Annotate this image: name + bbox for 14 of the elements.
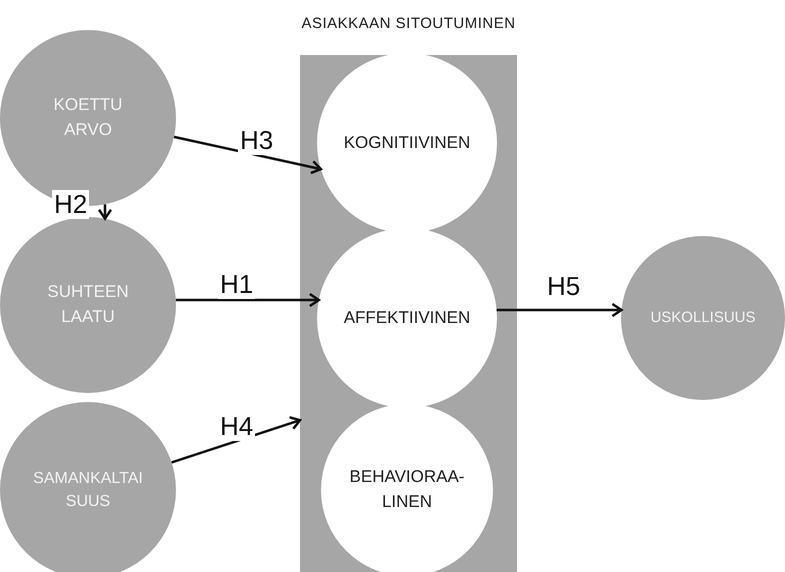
node-label: SUHTEEN LAATU (46, 281, 130, 328)
edge-label: H2 (52, 190, 90, 219)
node-label: AFFEKTIIVINEN (344, 306, 470, 329)
arrow (171, 416, 302, 464)
arrow (98, 204, 112, 220)
node-label: KOGNITIIVINEN (344, 132, 470, 154)
arrow (496, 302, 623, 318)
arrow (176, 292, 320, 308)
node-label: BEHAVIORAA- LINEN (348, 466, 466, 513)
node-label: SAMANKALTAI SUUS (32, 468, 144, 512)
node-label: USKOLLISUUS (650, 308, 756, 328)
group-title: ASIAKKAAN SITOUTUMINEN (300, 15, 517, 32)
node-label: KOETTU ARVO (52, 94, 124, 141)
arrow (174, 136, 322, 174)
